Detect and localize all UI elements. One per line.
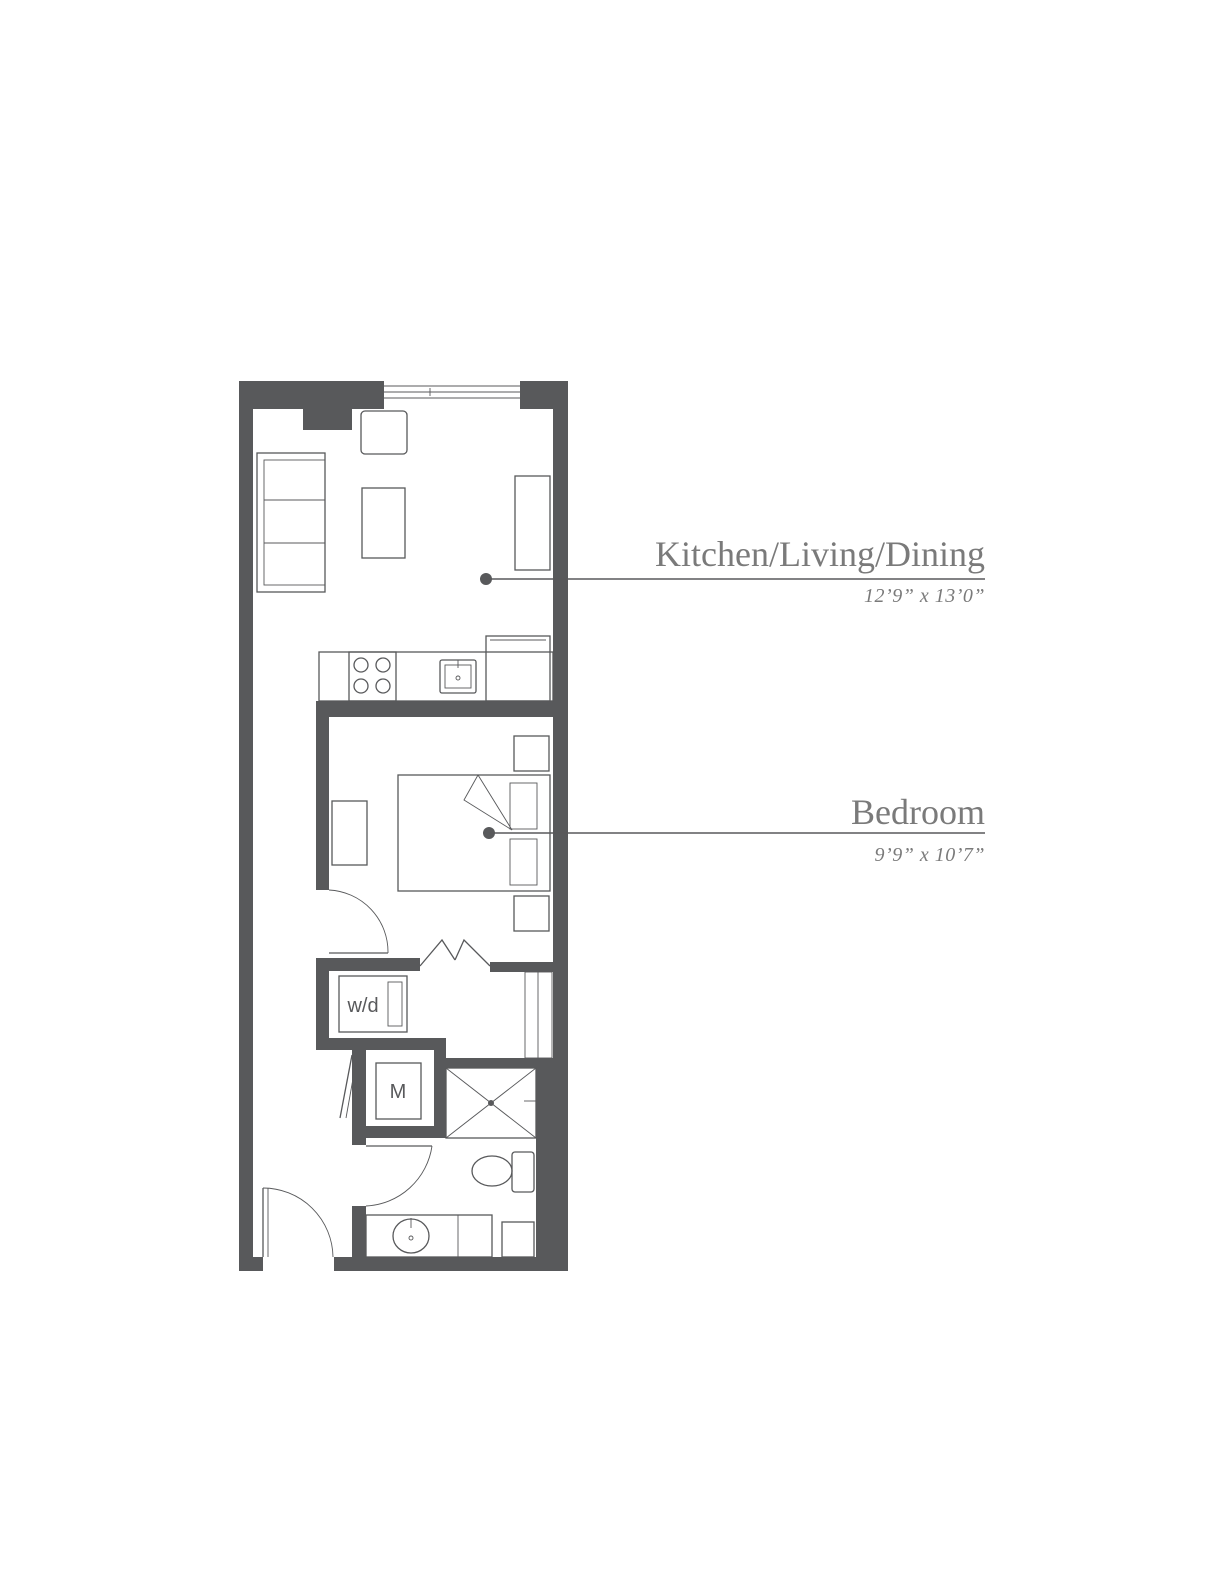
- bedroom-dresser: [331, 800, 368, 866]
- bedroom-dimensions: 9’9” x 10’7”: [875, 844, 985, 866]
- toilet: [471, 1151, 535, 1193]
- coffee-table: [361, 487, 406, 559]
- kitchen-sink-icon: [439, 659, 477, 694]
- mechanical-label: M: [390, 1081, 407, 1103]
- mechanical-unit: M: [375, 1062, 422, 1120]
- sofa: [256, 452, 326, 593]
- kitchen-counter: [318, 635, 554, 702]
- kitchen-living-dining-dimensions: 12’9” x 13’0”: [864, 585, 985, 607]
- kitchen-living-dining-title: Kitchen/Living/Dining: [655, 534, 985, 574]
- mechanical-door: [339, 1054, 357, 1119]
- closet-doors: [419, 938, 491, 967]
- shower: [445, 1067, 537, 1139]
- bedroom-title: Bedroom: [851, 792, 985, 832]
- exterior-walls: [239, 381, 568, 1271]
- kitchen-living-dining-callout: Kitchen/Living/Dining 12’9” x 13’0”: [480, 534, 985, 607]
- vanity: [365, 1214, 493, 1258]
- entry-door: [262, 1187, 334, 1258]
- stove-icon: [353, 657, 391, 694]
- armchair: [360, 410, 408, 455]
- washer-dryer-label: w/d: [346, 995, 378, 1017]
- washer-dryer: w/d: [338, 975, 408, 1033]
- nightstand-bottom: [513, 895, 550, 932]
- nightstand-top: [513, 735, 550, 772]
- bath-cabinet: [501, 1221, 535, 1258]
- bath-door: [365, 1145, 433, 1207]
- interior-walls: [316, 701, 568, 1271]
- tv-console: [514, 475, 551, 571]
- bedroom-callout: Bedroom 9’9” x 10’7”: [483, 792, 985, 866]
- top-window: [384, 383, 520, 403]
- closet-shelves: [524, 971, 553, 1059]
- refrigerator: [485, 635, 551, 702]
- bedroom-door: [328, 889, 389, 954]
